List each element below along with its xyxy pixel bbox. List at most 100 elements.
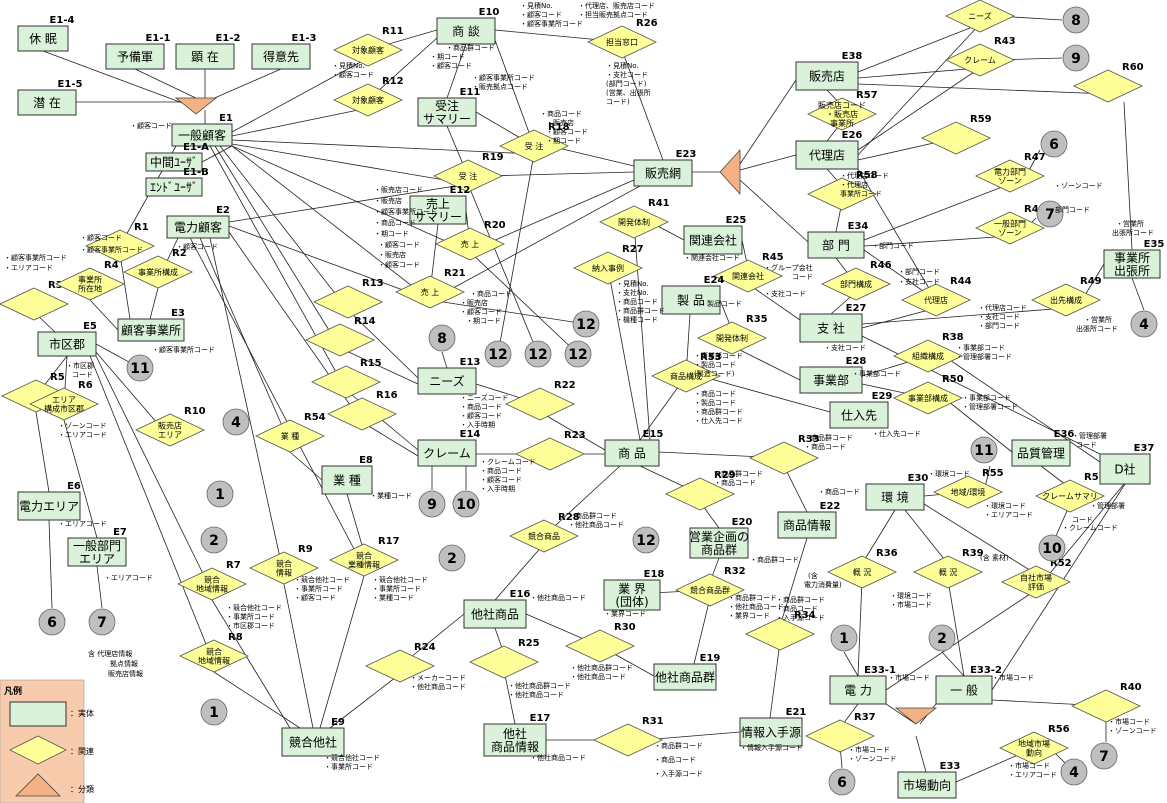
entity-e1-2[interactable]: 顕 在E1-2 (175, 33, 240, 70)
relationship-r24[interactable]: R24 (365, 642, 436, 683)
relationship-r34[interactable]: R34 (745, 610, 816, 651)
relationship-r40[interactable]: R40 (1071, 682, 1142, 723)
entity-e1-5[interactable]: 潜 在E1-5 (17, 79, 82, 116)
relationship-r31[interactable]: R31 (593, 716, 664, 757)
relationship-r60[interactable]: R60 (1073, 62, 1144, 103)
relationship-r23[interactable]: R23 (515, 430, 586, 471)
relationship-r37[interactable]: R37 (805, 712, 876, 753)
relationship-r42[interactable]: R42ニーズ (945, 0, 1016, 33)
relationship-r25[interactable]: R25 (469, 638, 540, 679)
relationship-r59[interactable]: R59 (921, 114, 992, 155)
relationship-r30[interactable]: R30 (565, 622, 636, 663)
relationship-r22[interactable]: R22 (505, 380, 576, 421)
entity-e1-4[interactable]: 休 眠E1-4 (17, 15, 74, 52)
relationship-r33[interactable]: R33 (749, 434, 820, 475)
relationship-r13[interactable]: R13 (313, 278, 384, 319)
relationship-r14[interactable]: R14 (305, 316, 376, 357)
relationship-r29[interactable]: R29 (665, 470, 736, 511)
relationship-r1[interactable]: R1 (85, 222, 155, 263)
relationship-r15[interactable]: R15 (311, 358, 382, 399)
entity-e18[interactable]: 業 界(団体)E18 (603, 569, 664, 611)
relationship-r58[interactable]: R58 (807, 170, 878, 211)
relationship-r3[interactable]: R3 (0, 280, 69, 321)
relationship-r16[interactable]: R16 (327, 390, 398, 431)
